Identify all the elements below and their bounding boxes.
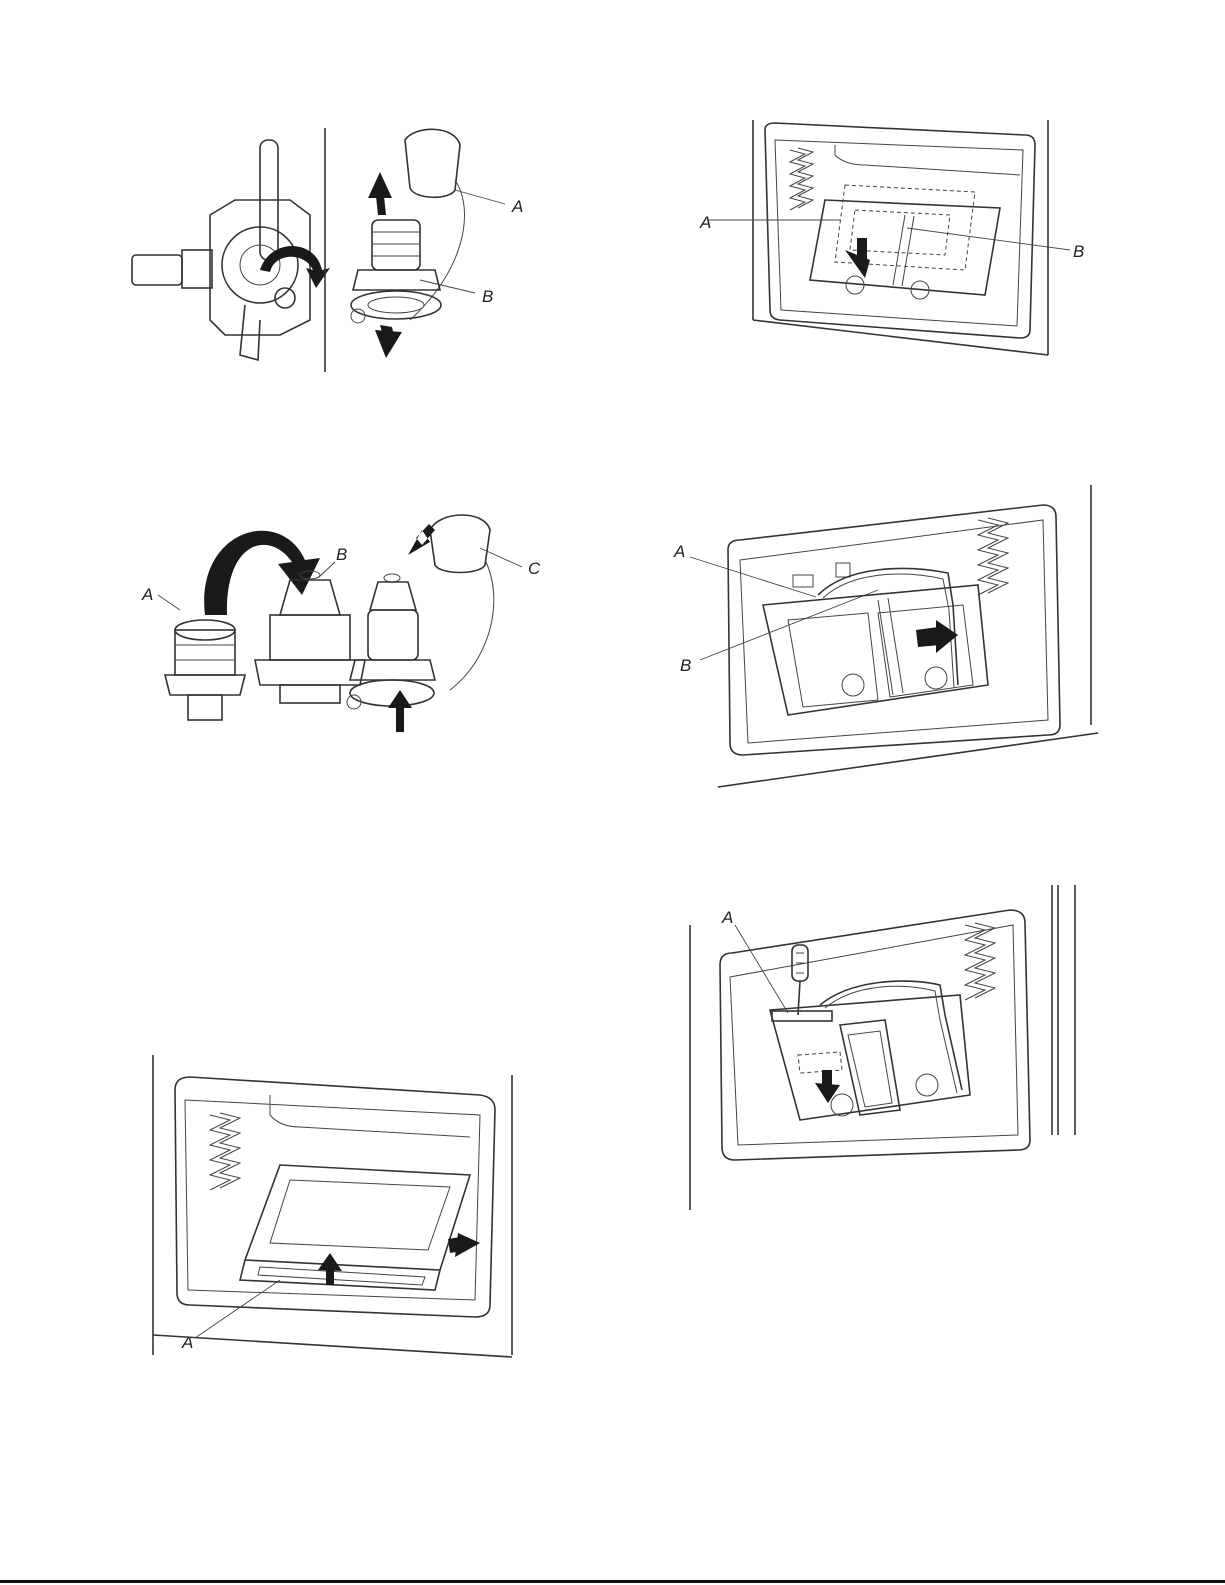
label-b: B: [1073, 242, 1084, 261]
label-a: A: [181, 1333, 193, 1352]
oven-orifice-screwdriver-illustration: A: [690, 885, 1080, 1215]
straight-arrow-icon: [845, 238, 870, 278]
label-b: B: [482, 287, 493, 306]
straight-arrow-icon: [448, 1233, 480, 1257]
screwdriver-drawing: [792, 945, 808, 1015]
figure-oven-orifice-screwdriver: A: [690, 885, 1080, 1215]
label-a: A: [721, 908, 733, 927]
label-a: A: [673, 542, 685, 561]
label-a: A: [141, 585, 153, 604]
label-c: C: [528, 559, 541, 578]
label-b: B: [336, 545, 347, 564]
valve-orifice-illustration: A B: [110, 120, 550, 380]
oven-burner-removal-illustration: A B: [668, 485, 1108, 790]
straight-arrow-icon: [388, 690, 412, 732]
label-a: A: [511, 197, 523, 216]
oven-side-rack-ridges: [210, 1113, 240, 1190]
figure-oven-burner-bracket: A B: [695, 120, 1085, 360]
orifice-with-cap-drawing: [351, 129, 465, 323]
straight-arrow-icon: [375, 325, 402, 358]
label-b: B: [680, 656, 691, 675]
orifice-b-drawing: [255, 571, 365, 703]
oven-burner-bracket-illustration: A B: [695, 120, 1085, 360]
oven-side-rack-ridges: [978, 518, 1008, 595]
orifice-conversion-illustration: A B C: [130, 500, 550, 740]
straight-arrow-icon: [368, 172, 392, 215]
label-a: A: [699, 213, 711, 232]
oven-side-rack-ridges: [790, 148, 813, 210]
orifice-a-drawing: [165, 620, 245, 720]
oven-side-rack-ridges: [965, 923, 995, 1000]
oven-bottom-illustration: A: [150, 1055, 520, 1360]
figure-valve-orifice-removal: A B: [110, 120, 550, 380]
figure-orifice-conversion: A B C: [130, 500, 550, 740]
straight-arrow-icon: [815, 1070, 840, 1103]
curved-arrow-icon: [204, 531, 320, 615]
figure-oven-bottom-removal: A: [150, 1055, 520, 1360]
page-bottom-rule: [0, 1580, 1225, 1583]
figure-oven-burner-removal: A B: [668, 485, 1108, 790]
